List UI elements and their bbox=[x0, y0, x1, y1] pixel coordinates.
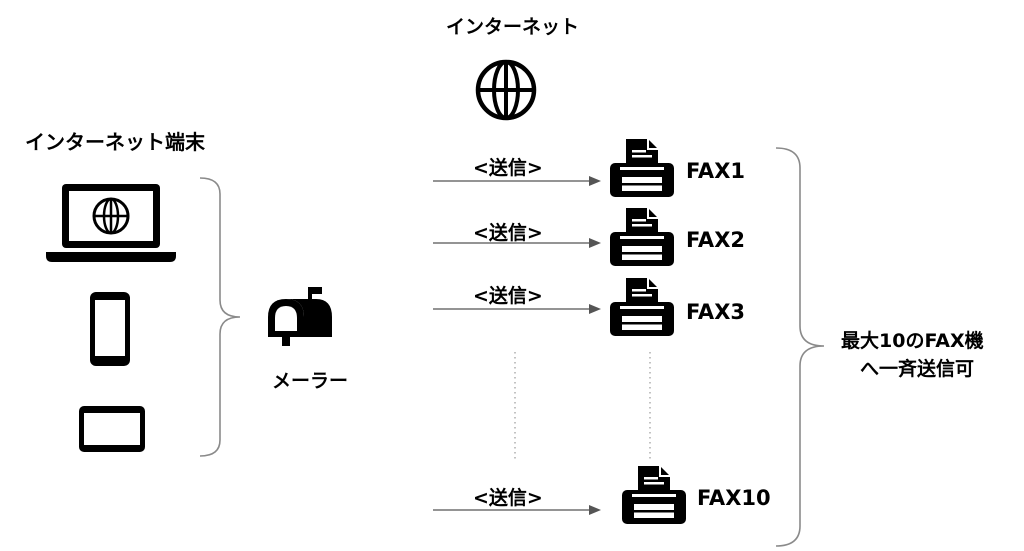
send-label-4: <送信> bbox=[473, 487, 543, 509]
send-arrow-1 bbox=[433, 174, 603, 188]
ellipsis-line bbox=[513, 352, 517, 462]
send-label-3: <送信> bbox=[473, 285, 543, 307]
printer-icon bbox=[606, 206, 678, 270]
tablet-icon bbox=[77, 404, 147, 454]
mailer-label: メーラー bbox=[272, 370, 349, 392]
fax-label-2: FAX2 bbox=[686, 228, 745, 252]
smartphone-icon bbox=[88, 290, 132, 368]
summary-line-2: へ一斉送信可 bbox=[860, 358, 975, 380]
laptop-icon bbox=[44, 182, 178, 264]
fax-label-3: FAX3 bbox=[686, 300, 745, 324]
printer-icon bbox=[618, 464, 690, 528]
printer-icon bbox=[606, 137, 678, 201]
globe-icon bbox=[474, 58, 538, 122]
summary-line-1: 最大10のFAX機 bbox=[841, 330, 984, 352]
send-label-1: <送信> bbox=[473, 157, 543, 179]
terminals-label: インターネット端末 bbox=[25, 130, 205, 154]
ellipsis-line bbox=[648, 352, 652, 462]
send-arrow-4 bbox=[433, 503, 603, 517]
fax-bracket bbox=[774, 146, 830, 549]
send-label-2: <送信> bbox=[473, 222, 543, 244]
mailbox-icon bbox=[266, 285, 334, 347]
send-arrow-2 bbox=[433, 236, 603, 250]
internet-label: インターネット bbox=[446, 16, 580, 38]
send-arrow-3 bbox=[433, 302, 603, 316]
printer-icon bbox=[606, 276, 678, 340]
fax-label-10: FAX10 bbox=[697, 486, 771, 510]
fax-label-1: FAX1 bbox=[686, 159, 745, 183]
terminals-bracket bbox=[198, 176, 246, 458]
